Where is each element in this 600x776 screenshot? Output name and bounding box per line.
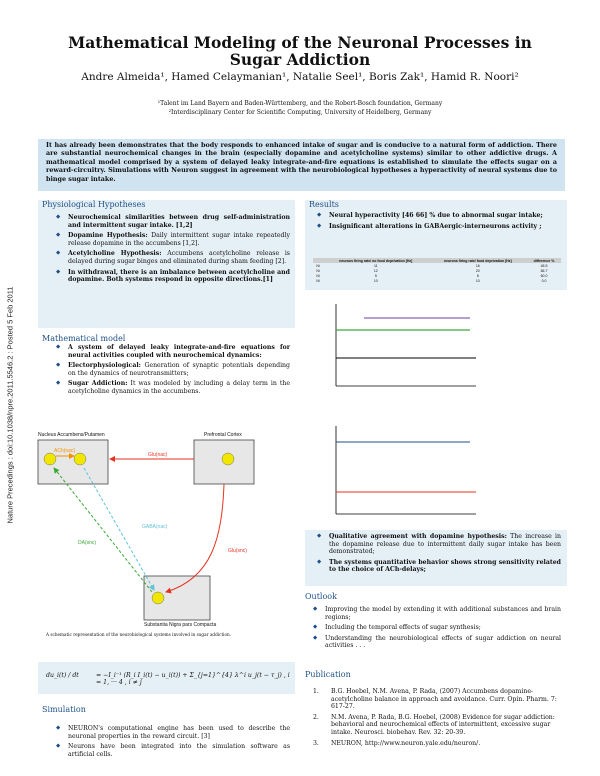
results-item: Neural hyperactivity [46 66] % due to ab… xyxy=(315,212,561,220)
outlook-item: Understanding the neurobiological effect… xyxy=(311,635,561,650)
da-label: DA(snc) xyxy=(78,540,97,546)
reference-item: 2.N.M. Avena, P. Rada, B.G. Hoebel, (200… xyxy=(313,713,555,736)
model-item: Sugar Addiction: It was modeled by inclu… xyxy=(54,380,290,395)
physio-item: Dopamine Hypothesis: Daily intermittent … xyxy=(54,232,290,247)
glu-nac-label: Glu(nac) xyxy=(148,452,168,458)
physio-list: Neurochemical similarities between drug … xyxy=(54,214,290,287)
table-header: neurons firing rate/ no food deprivation… xyxy=(323,258,429,263)
plot-dopamine-svg xyxy=(330,300,480,392)
outlook-item: Including the temporal effects of sugar … xyxy=(311,624,561,632)
publication-section: Publication 1.B.G. Hoebel, N.M. Avena, P… xyxy=(305,670,567,774)
model-section: Mathematical model A system of delayed l… xyxy=(38,334,295,420)
poster-authors: Andre Almeida¹, Hamed Celaymanian¹, Nata… xyxy=(81,71,519,83)
snc-node xyxy=(151,591,165,605)
physio-panel: Physiological Hypotheses Neurochemical s… xyxy=(38,200,295,328)
abstract-box: It has already been demonstrates that th… xyxy=(38,139,565,191)
reference-item: 1.B.G. Hoebel, N.M. Avena, P. Rada, (200… xyxy=(313,688,557,711)
glu-snc-label: Glu(snc) xyxy=(228,548,247,554)
results-summary-panel: Qualitative agreement with dopamine hypo… xyxy=(305,530,567,586)
reward-circuit-svg xyxy=(37,439,255,621)
affiliation-2: ²Interdisciplinary Center for Scientific… xyxy=(168,109,432,116)
model-item: A system of delayed leaky integrate-and-… xyxy=(54,344,290,359)
reference-list: 1.B.G. Hoebel, N.M. Avena, P. Rada, (200… xyxy=(311,688,561,750)
simulation-item: Neurons have been integrated into the si… xyxy=(54,743,290,758)
diagram-caption: A schematic representation of the neurob… xyxy=(46,632,232,637)
results-summary-item: Qualitative agreement with dopamine hypo… xyxy=(315,533,561,556)
results-panel: Results Neural hyperactivity [46 66] % d… xyxy=(305,200,567,290)
physio-item: Acetylcholine Hypothesis: Accumbens acet… xyxy=(54,250,290,265)
simulation-section: Simulation NEURON's computational engine… xyxy=(38,705,295,773)
gaba-label: GABA(nac) xyxy=(142,524,168,530)
abstract-text: It has already been demonstrates that th… xyxy=(46,141,557,183)
simulation-heading: Simulation xyxy=(42,705,86,714)
ach-node xyxy=(43,452,57,466)
physio-item: In withdrawal, there is an imbalance bet… xyxy=(54,269,290,284)
plot-acetylcholine-svg xyxy=(330,420,480,520)
affiliation-1: ¹Talent im Land Bayern and Baden-Württem… xyxy=(157,100,443,107)
poster-title: Mathematical Modeling of the Neuronal Pr… xyxy=(68,33,532,69)
reward-circuit-diagram: Nucleus Accumbens/Putamen Prefrontal Cor… xyxy=(34,428,296,658)
da-arrow xyxy=(53,467,153,593)
side-stamp: Nature Precedings : doi:10.1038/npre.201… xyxy=(4,255,16,555)
outlook-list: Improving the model by extending it with… xyxy=(311,606,561,653)
results-list: Neural hyperactivity [46 66] % due to ab… xyxy=(315,212,561,233)
physio-heading: Physiological Hypotheses xyxy=(42,200,146,209)
snc-label: Substantia Nigra pars Compacta xyxy=(144,622,217,628)
simulation-list: NEURON's computational engine has been u… xyxy=(54,725,290,761)
reference-item: 3.NEURON, http://www.neuron.yale.edu/neu… xyxy=(313,739,481,747)
simulation-item: NEURON's computational engine has been u… xyxy=(54,725,290,740)
side-stamp-text: Nature Precedings : doi:10.1038/npre.201… xyxy=(5,286,15,524)
results-summary-item: The systems quantitative behavior shows … xyxy=(315,559,561,574)
plot-acetylcholine xyxy=(330,420,480,520)
outlook-section: Outlook Improving the model by extending… xyxy=(305,592,567,664)
equation-box: du_i(t) / dt = −I_i⁻¹ (R_i I_i(t) − u_i(… xyxy=(38,662,295,694)
glu-snc-arrow xyxy=(165,483,225,594)
table-header: neurons firing rate/ food deprivation [H… xyxy=(428,258,527,263)
outlook-item: Improving the model by extending it with… xyxy=(311,606,561,621)
model-list: A system of delayed leaky integrate-and-… xyxy=(54,344,290,399)
outlook-heading: Outlook xyxy=(305,592,337,601)
pfc-label: Prefrontal Cortex xyxy=(204,432,242,438)
physio-item: Neurochemical similarities between drug … xyxy=(54,214,290,229)
table-header xyxy=(313,258,323,263)
table-header-row: neurons firing rate/ no food deprivation… xyxy=(313,258,561,263)
publication-heading: Publication xyxy=(305,670,351,679)
gaba-node xyxy=(73,452,87,466)
equation-lhs: du_i(t) / dt xyxy=(46,672,79,679)
results-table: neurons firing rate/ no food deprivation… xyxy=(313,258,561,283)
table-header: difference % xyxy=(527,258,561,263)
pfc-node xyxy=(221,452,235,466)
equation-rhs: = −I_i⁻¹ (R_i I_i(t) − u_i(t)) + Σ_{j=1}… xyxy=(96,672,290,686)
gaba-arrow xyxy=(83,467,155,591)
model-item: Electorphysiological: Generation of syna… xyxy=(54,362,290,377)
plot-dopamine xyxy=(330,300,480,392)
ach-label: ACh(nac) xyxy=(54,448,76,454)
results-item: Insignificant alterations in GABAergic-i… xyxy=(315,223,561,231)
nac-label: Nucleus Accumbens/Putamen xyxy=(38,432,105,438)
results-heading: Results xyxy=(309,200,339,209)
model-heading: Mathematical model xyxy=(42,334,126,343)
results-summary-list: Qualitative agreement with dopamine hypo… xyxy=(315,533,561,577)
